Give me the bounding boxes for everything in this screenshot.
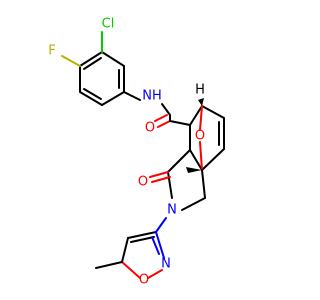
atom-fluorine: F — [48, 44, 55, 59]
bond-n-c-isox-double — [151, 236, 160, 255]
bond-double-inner — [83, 88, 102, 100]
bond-double-inner — [130, 236, 155, 243]
bond-o-n-isox — [147, 269, 163, 279]
bond-c-o-amide-double — [154, 114, 168, 122]
bond — [189, 149, 203, 171]
bond-lactam-o-double — [151, 176, 171, 183]
bond — [189, 105, 203, 126]
bond-c-o-isox — [121, 261, 141, 279]
bond — [201, 105, 225, 119]
bond-double-inner — [83, 57, 102, 70]
bond-aryl-nh — [123, 91, 141, 101]
bond-n-isoxazole — [155, 217, 167, 233]
bond — [79, 51, 103, 67]
bond-c-o-amide — [157, 120, 171, 128]
bond — [201, 169, 206, 199]
atom-amide-oxygen: O — [145, 121, 155, 136]
bond-bridge-o — [199, 105, 203, 131]
bond-nh-carbonyl — [161, 103, 171, 116]
atom-isoxazole-nitrogen: N — [161, 257, 171, 272]
bicyclic-core — [167, 105, 225, 211]
bond-n-c-isox — [155, 231, 165, 259]
bond — [127, 231, 157, 239]
wedge-bond — [186, 167, 202, 173]
bond — [121, 237, 129, 263]
bond — [101, 91, 125, 106]
isoxazole-ring — [121, 231, 165, 279]
bond — [167, 171, 173, 199]
molecule-structure-diagram: Cl F NH H O O O N N O — [48, 17, 225, 288]
atom-amide-nh: NH — [142, 89, 162, 104]
bond-bridge-o — [199, 141, 203, 171]
atom-bridgehead-h: H — [195, 83, 205, 98]
atom-chlorine: Cl — [102, 17, 115, 32]
bond — [79, 91, 103, 106]
bond-methyl — [95, 261, 123, 269]
atom-lactam-oxygen: O — [138, 175, 148, 190]
bond — [167, 149, 191, 173]
wedge-bond — [198, 98, 204, 106]
atom-isoxazole-oxygen: O — [139, 273, 149, 288]
bond — [181, 197, 206, 211]
bond — [101, 51, 125, 67]
atom-lactam-nitrogen: N — [167, 203, 177, 218]
atom-bridge-oxygen: O — [195, 129, 205, 144]
bond-carbonyl-ring — [169, 120, 191, 126]
bond-lactam-o — [149, 171, 169, 178]
bond-c-f — [61, 55, 81, 67]
aryl-ring — [79, 51, 125, 106]
bond — [201, 148, 225, 171]
